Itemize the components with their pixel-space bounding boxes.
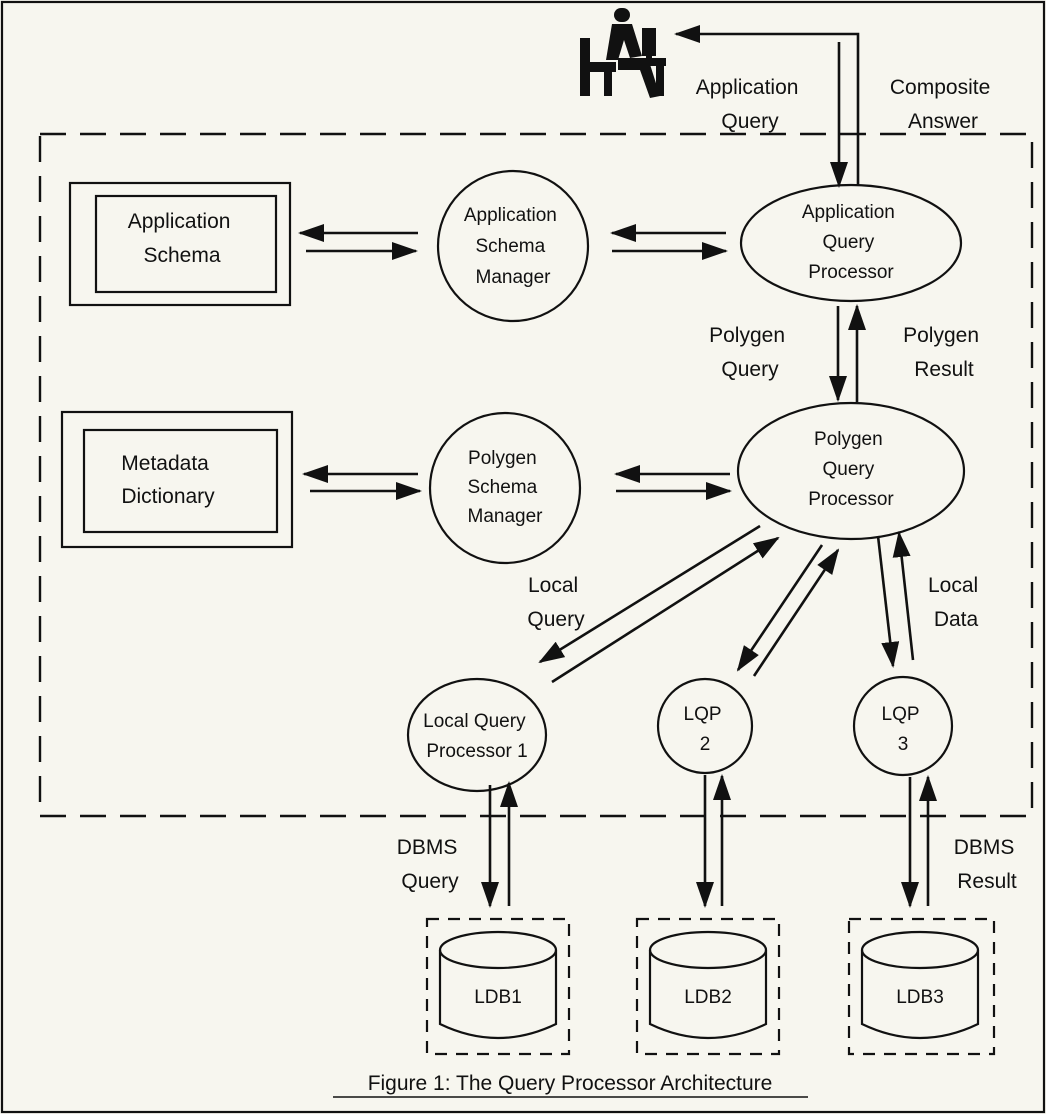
svg-text:LQP 2: LQP 2 [684, 704, 727, 755]
svg-text:Application Schema: Application Schema Manager [464, 205, 562, 288]
composite-answer-arrow [674, 25, 860, 186]
local-query-arrow-lqp2 [736, 544, 824, 672]
local-query-label: Local Query [527, 574, 585, 631]
svg-text:LQP 3: LQP 3 [882, 704, 925, 755]
svg-text:Application Query: Application Query Processor [802, 202, 900, 283]
local-data-label: Local Data [928, 574, 984, 631]
local-data-arrow-lqp3 [892, 531, 915, 661]
composite-answer-label: Composite Answer [890, 76, 996, 133]
local-query-processor-2: LQP 2 [656, 677, 754, 775]
local-data-arrow-lqp1 [551, 536, 780, 684]
svg-text:Application Schema: Application Schema [128, 210, 237, 267]
local-query-processor-1: Local Query Processor 1 [406, 677, 548, 793]
svg-text:Metadata Dictionary: Metadata Dictionary [121, 452, 215, 508]
local-data-arrow-lqp2 [752, 548, 840, 677]
svg-text:Polygen Schema Man: Polygen Schema Manager [468, 448, 544, 527]
dbms-query-label: DBMS Query [397, 836, 464, 893]
svg-text:LDB2: LDB2 [684, 987, 732, 1008]
dbms-result-label: DBMS Result [954, 836, 1021, 893]
application-schema-manager: Application Schema Manager [436, 169, 590, 323]
database-ldb2: LDB2 [635, 917, 781, 1056]
figure-caption: Figure 1: The Query Processor Architectu… [368, 1072, 773, 1095]
polygen-schema-manager: Polygen Schema Manager [428, 411, 582, 565]
database-ldb3: LDB3 [847, 917, 996, 1056]
polygen-query-label: Polygen Query [709, 324, 791, 381]
polygen-result-label: Polygen Result [903, 324, 985, 381]
application-query-label: Application Query [696, 76, 805, 133]
application-query-processor: Application Query Processor [739, 183, 963, 303]
application-schema-store: Application Schema [68, 181, 292, 307]
metadata-dictionary-store: Metadata Dictionary [60, 410, 294, 549]
local-query-arrow-lqp3 [876, 535, 900, 668]
local-query-processor-3: LQP 3 [852, 675, 954, 777]
svg-text:LDB3: LDB3 [896, 987, 944, 1008]
svg-text:Local Query Processor 1: Local Query Processor 1 [423, 711, 531, 762]
local-query-arrow-lqp1 [538, 524, 761, 664]
database-ldb1: LDB1 [425, 917, 571, 1056]
user-at-computer-icon [580, 8, 666, 98]
polygen-query-processor: Polygen Query Processor [736, 401, 966, 541]
svg-text:Polygen Query Proc: Polygen Query Processor [808, 429, 894, 510]
system-boundary [38, 132, 1034, 818]
svg-text:LDB1: LDB1 [474, 987, 522, 1008]
